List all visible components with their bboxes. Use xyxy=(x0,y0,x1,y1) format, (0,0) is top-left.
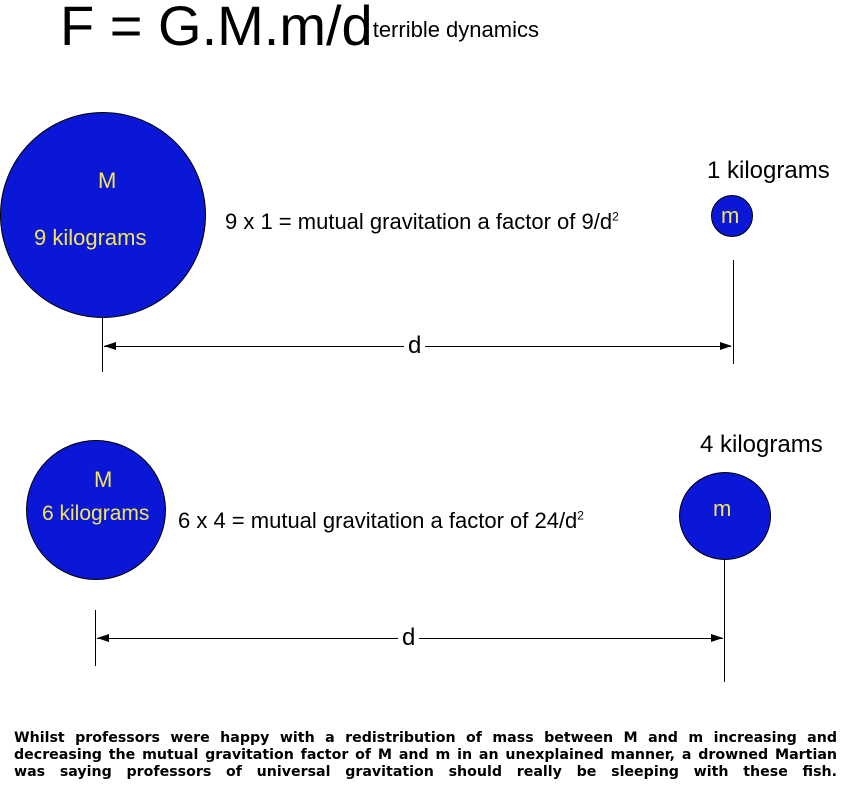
small-mass-label-bottom: 4 kilograms xyxy=(700,431,823,458)
big-mass-circle-top xyxy=(0,112,206,318)
big-mass-letter-bottom: M xyxy=(94,467,113,492)
big-mass-label-bottom: 6 kilograms xyxy=(42,502,150,525)
caption-text: Whilst professors were happy with a redi… xyxy=(14,730,837,780)
distance-tick-left-bottom xyxy=(95,610,96,666)
small-mass-circle-bottom xyxy=(679,472,771,560)
equation-bottom-exponent: 2 xyxy=(577,508,584,523)
distance-label-bottom: d xyxy=(398,624,420,652)
formula-superscript: terrible dynamics xyxy=(372,17,539,42)
distance-tick-right-top xyxy=(733,260,734,364)
big-mass-label-top: 9 kilograms xyxy=(34,225,147,250)
equation-top-exponent: 2 xyxy=(612,209,619,224)
equation-bottom: 6 x 4 = mutual gravitation a factor of 2… xyxy=(178,508,584,534)
equation-top-text: 9 x 1 = mutual gravitation a factor of 9… xyxy=(225,209,613,234)
equation-bottom-text: 6 x 4 = mutual gravitation a factor of 2… xyxy=(178,508,578,533)
arrow-left-icon xyxy=(104,342,116,350)
big-mass-circle-bottom xyxy=(26,440,166,580)
formula-title: F = G.M.m/dterrible dynamics xyxy=(60,0,539,58)
distance-tick-left-top xyxy=(102,318,103,372)
small-mass-label-top: 1 kilograms xyxy=(707,157,830,184)
distance-tick-right-bottom xyxy=(724,560,725,682)
arrow-right-icon xyxy=(711,634,723,642)
formula-text: F = G.M.m/d xyxy=(60,0,373,57)
equation-top: 9 x 1 = mutual gravitation a factor of 9… xyxy=(225,209,619,235)
small-mass-letter-bottom: m xyxy=(713,496,732,521)
arrow-right-icon xyxy=(720,342,732,350)
arrow-left-icon xyxy=(97,634,109,642)
distance-label-top: d xyxy=(404,332,426,360)
small-mass-letter-top: m xyxy=(721,203,740,228)
small-mass-circle-top xyxy=(711,195,753,237)
big-mass-letter-top: M xyxy=(98,168,117,193)
